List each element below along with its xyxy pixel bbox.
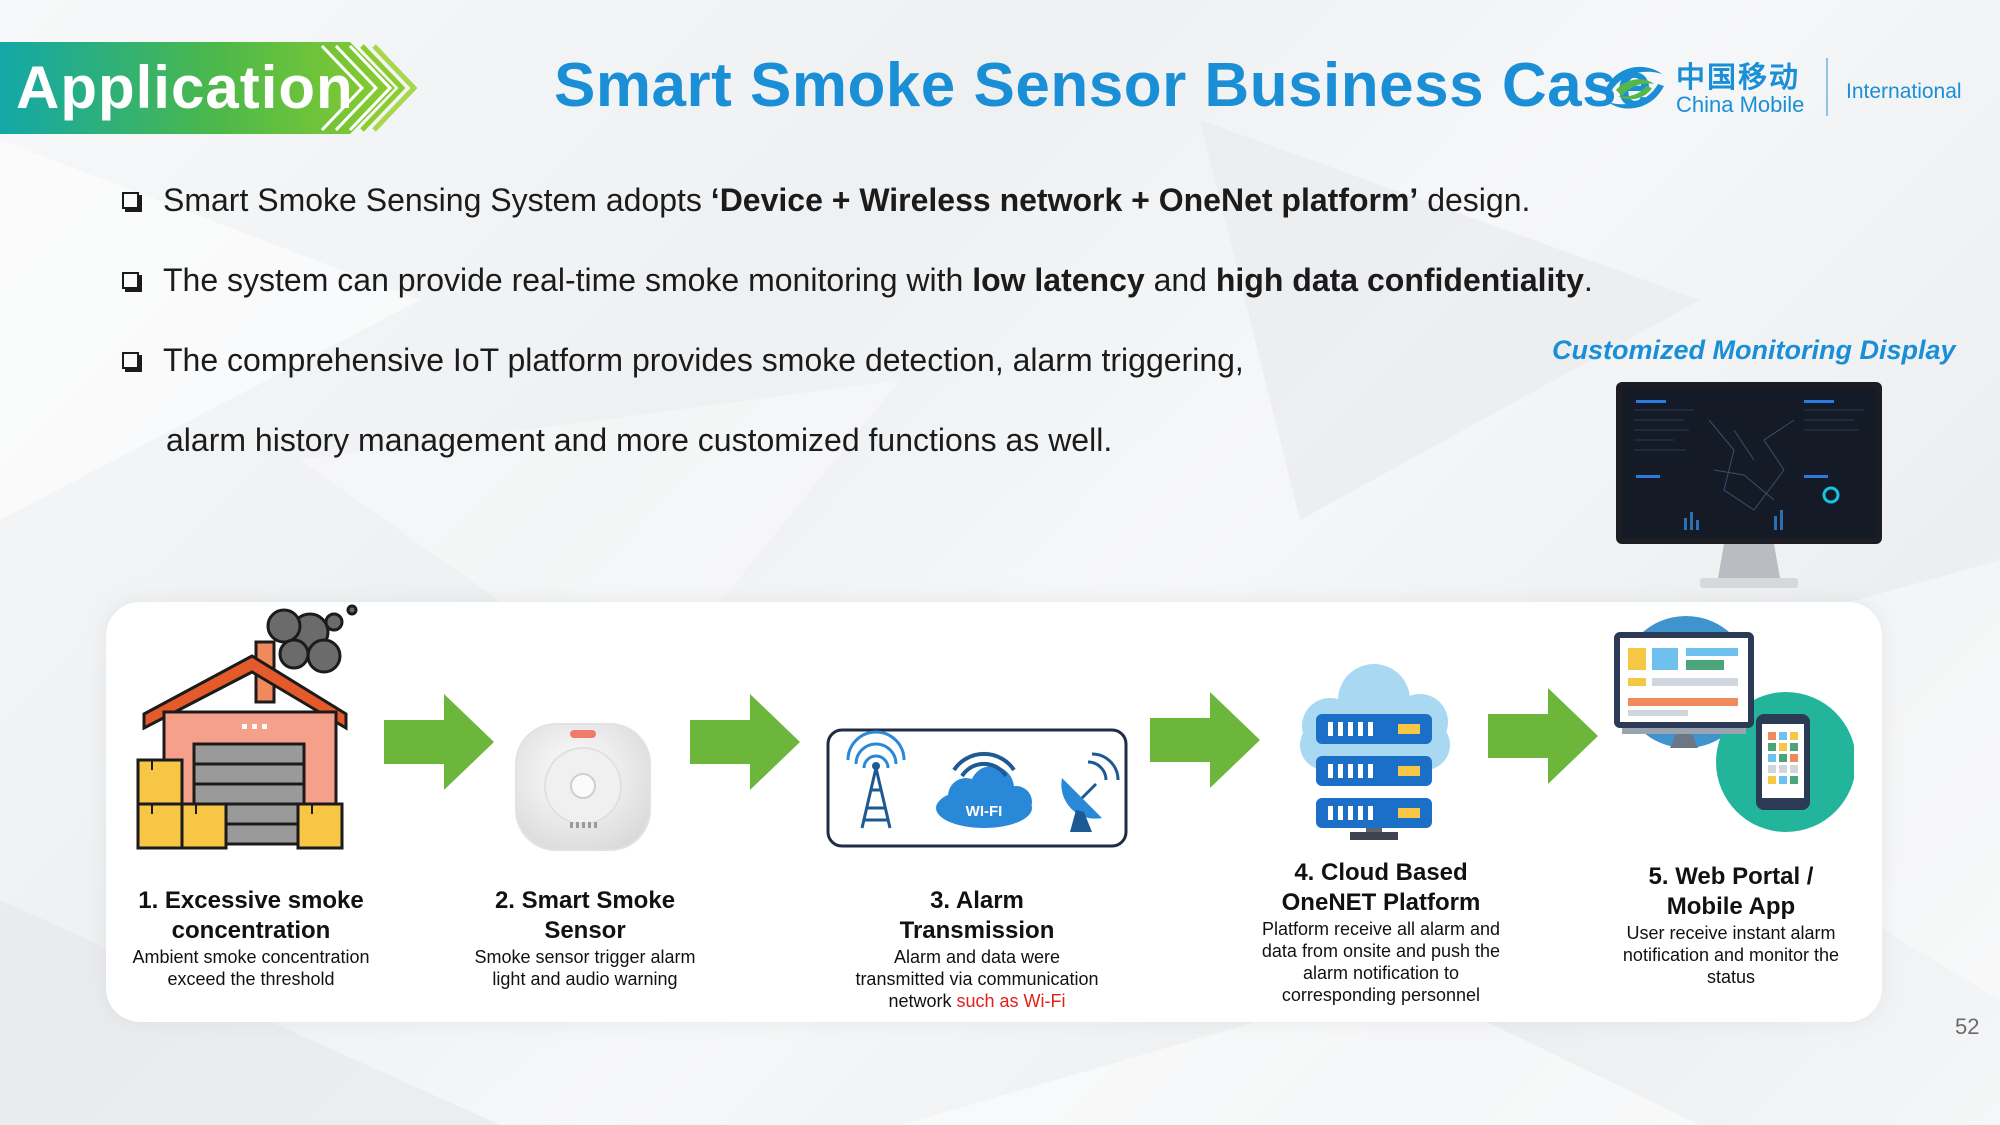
monitor-caption: Customized Monitoring Display bbox=[1552, 335, 1956, 365]
bullet-3-continued: alarm history management and more custom… bbox=[166, 422, 1113, 458]
checkbox-bullet-icon bbox=[122, 272, 139, 289]
smoke-detector-icon bbox=[515, 723, 651, 851]
brand-divider bbox=[1826, 58, 1828, 116]
china-mobile-logo-icon bbox=[1606, 66, 1664, 109]
web-mobile-app-icon bbox=[1614, 616, 1854, 832]
bullet-1: Smart Smoke Sensing System adopts ‘Devic… bbox=[122, 180, 1530, 220]
wifi-cloud-icon: WI-FI bbox=[936, 751, 1032, 828]
flow-arrow-icon bbox=[384, 694, 494, 790]
section-banner bbox=[0, 42, 418, 134]
brand-name-en: China Mobile bbox=[1676, 92, 1805, 117]
bullet-2: The system can provide real-time smoke m… bbox=[122, 260, 1593, 300]
section-label: Application bbox=[16, 54, 354, 121]
radio-tower-icon bbox=[846, 730, 906, 829]
flow-arrow-icon bbox=[1150, 692, 1260, 788]
wifi-label: WI-FI bbox=[966, 803, 1003, 820]
page-title: Smart Smoke Sensor Business Case bbox=[554, 51, 1653, 120]
flow-arrow-icon bbox=[690, 694, 800, 790]
cloud-server-icon bbox=[1300, 664, 1450, 840]
monitoring-display-image bbox=[1616, 382, 1882, 588]
brand-tag: International bbox=[1846, 80, 1962, 103]
checkbox-bullet-icon bbox=[122, 192, 139, 209]
step-5-title: 5. Web Portal /Mobile App bbox=[1648, 863, 1814, 920]
checkbox-bullet-icon bbox=[122, 352, 139, 369]
bullet-3: The comprehensive IoT platform provides … bbox=[122, 340, 1244, 380]
brand-name-cn: 中国移动 bbox=[1676, 62, 1801, 94]
satellite-dish-icon bbox=[1061, 752, 1120, 832]
factory-smoke-icon bbox=[136, 604, 358, 850]
highlight-text: such as Wi-Fi bbox=[956, 991, 1066, 1011]
transmission-box: WI-FI bbox=[826, 728, 1128, 848]
flow-arrow-icon bbox=[1488, 688, 1598, 784]
page-number: 52 bbox=[1955, 1014, 1980, 1039]
